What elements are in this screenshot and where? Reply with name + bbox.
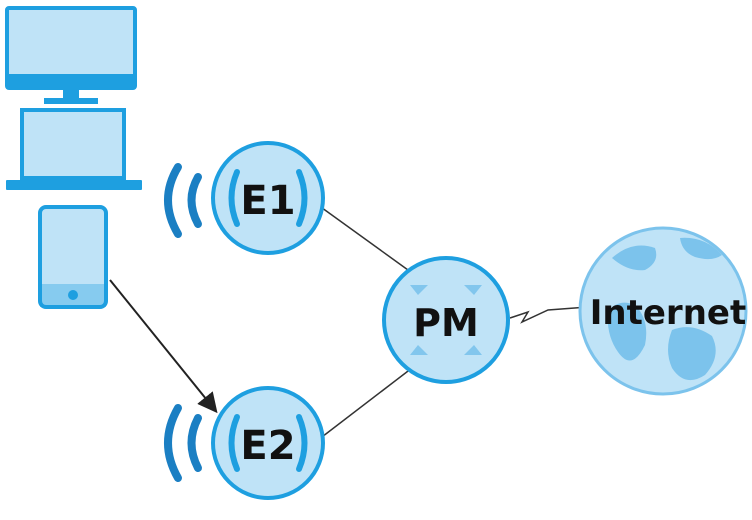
- e2-label: E2: [240, 423, 295, 469]
- wifi-signal-icon-e1: [164, 163, 202, 238]
- laptop-icon: [6, 108, 142, 190]
- e1-label: E1: [240, 178, 295, 224]
- pm-label: PM: [413, 301, 479, 345]
- wifi-signal-icon-e2: [164, 404, 202, 482]
- link-e1-pm: [317, 204, 409, 271]
- roaming-arrow: [109, 279, 218, 414]
- internet-globe: Internet: [578, 226, 748, 396]
- controller-pm: PM: [382, 256, 510, 384]
- access-point-e2: E2: [211, 386, 325, 500]
- tablet-icon: [38, 205, 108, 309]
- desktop-icon: [5, 6, 137, 104]
- link-pm-internet: [509, 306, 589, 324]
- internet-label: Internet: [590, 293, 746, 333]
- globe-continents-icon: [607, 237, 722, 381]
- access-point-e1: E1: [211, 141, 325, 255]
- link-e2-pm: [317, 367, 413, 441]
- arrows-icon: [410, 285, 482, 355]
